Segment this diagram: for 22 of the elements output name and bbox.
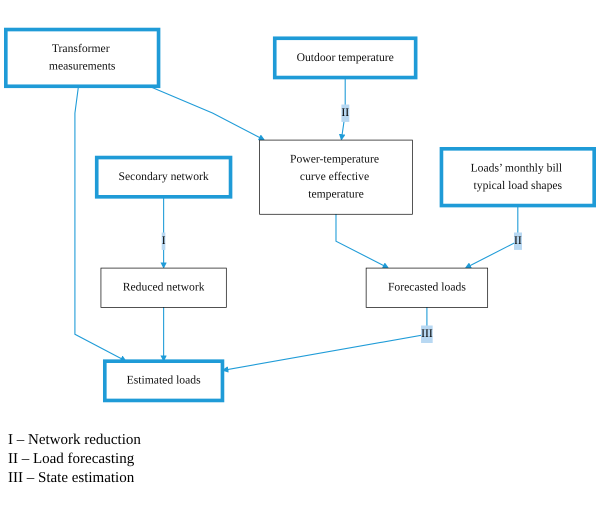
arrow <box>335 214 389 268</box>
node-box: Outdoor temperature <box>272 36 418 80</box>
arrow <box>74 86 126 362</box>
edge-label: III <box>421 328 433 340</box>
node-box: Power-temperature curve effective temperature <box>259 140 413 215</box>
node-box: Transformer measurements <box>4 28 160 88</box>
arrow <box>160 196 167 268</box>
legend-note: II – Load forecasting <box>8 451 136 468</box>
arrow <box>338 78 346 140</box>
node-box: Secondary network <box>94 156 232 199</box>
legend-note: III – State estimation <box>8 470 136 487</box>
node-box: Forecasted loads <box>366 268 488 308</box>
edge-label: II <box>341 106 350 119</box>
edge-label: I <box>162 234 166 247</box>
arrow <box>464 206 518 268</box>
edge-label: II <box>514 234 522 247</box>
node-box: Loads’ monthly bill typical load shapes <box>440 147 596 208</box>
arrow <box>160 307 167 362</box>
arrow <box>222 307 428 373</box>
legend-note: I – Network reduction <box>8 432 142 449</box>
node-box: Reduced network <box>100 268 227 308</box>
node-box: Estimated loads <box>102 359 224 402</box>
